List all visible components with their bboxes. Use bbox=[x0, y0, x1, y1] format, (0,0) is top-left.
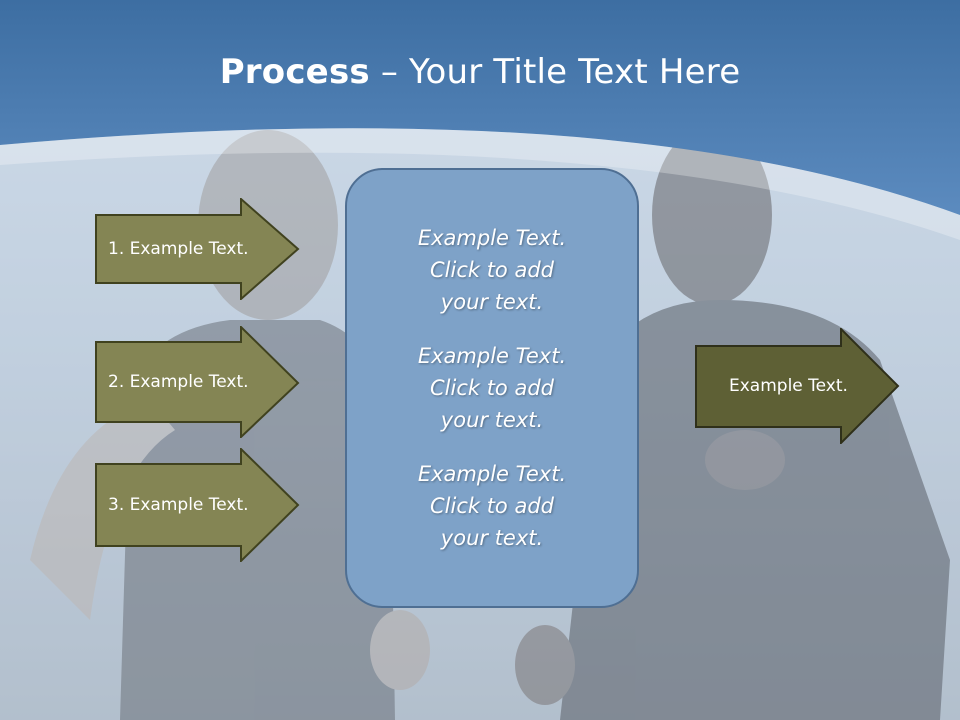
right-arrow[interactable]: Example Text. bbox=[695, 328, 900, 444]
center-paragraph-2: Example Text. Click to add your text. bbox=[417, 344, 567, 432]
arrow-shape bbox=[95, 326, 300, 438]
left-arrow-1[interactable]: 1. Example Text. bbox=[95, 198, 300, 300]
arrow-shape bbox=[95, 448, 300, 562]
title-rest: – Your Title Text Here bbox=[369, 52, 741, 92]
right-arrow-label: Example Text. bbox=[729, 376, 848, 396]
left-arrow-2-label: 2. Example Text. bbox=[108, 372, 249, 392]
left-arrow-2[interactable]: 2. Example Text. bbox=[95, 326, 300, 438]
left-arrow-3-label: 3. Example Text. bbox=[108, 495, 249, 515]
left-arrow-1-label: 1. Example Text. bbox=[108, 239, 249, 259]
header-curve-highlight bbox=[0, 128, 960, 240]
header-band bbox=[0, 0, 960, 215]
arrow-shape bbox=[695, 328, 900, 444]
title-bold: Process bbox=[219, 52, 370, 92]
center-paragraph-3: Example Text. Click to add your text. bbox=[417, 462, 567, 550]
left-arrow-3[interactable]: 3. Example Text. bbox=[95, 448, 300, 562]
center-text-box[interactable]: Example Text. Click to add your text. Ex… bbox=[345, 168, 639, 608]
arrow-shape bbox=[95, 198, 300, 300]
slide-title[interactable]: Process – Your Title Text Here bbox=[0, 52, 960, 92]
center-paragraph-1: Example Text. Click to add your text. bbox=[417, 226, 567, 314]
